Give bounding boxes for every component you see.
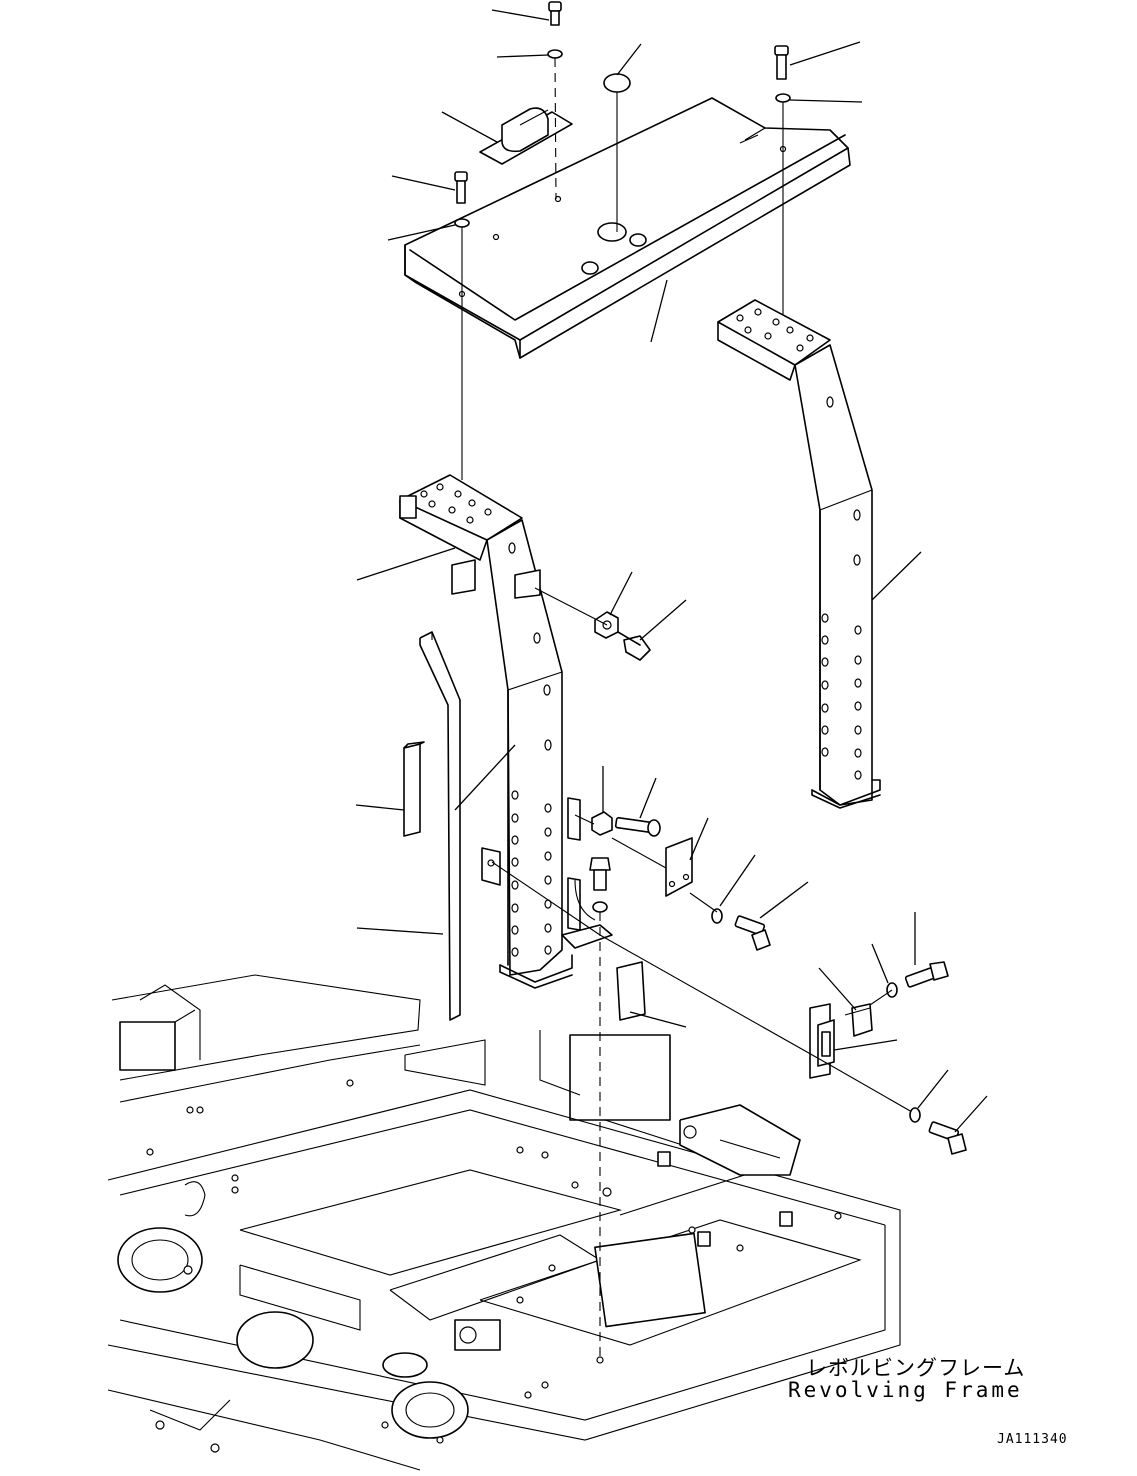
latch-catch xyxy=(479,107,573,165)
revolving-frame xyxy=(107,974,901,1471)
frame-holes xyxy=(146,1079,842,1453)
bolt-washer-right xyxy=(869,961,949,1006)
vertical-bolt xyxy=(589,857,611,1360)
bolt-washer-low xyxy=(909,1107,967,1155)
right-pillar xyxy=(717,299,881,809)
pad xyxy=(616,961,646,1021)
seal-strip xyxy=(419,631,461,1021)
pillar-bolt-1 xyxy=(534,587,651,661)
frame-label-jp: レボルビングフレーム xyxy=(806,1356,1026,1380)
frame-label-en: Revolving Frame xyxy=(788,1378,1023,1402)
top-bolts xyxy=(454,1,791,480)
bolt-washer-mid xyxy=(689,892,771,951)
shim-plate xyxy=(611,837,693,897)
cap-plug xyxy=(603,73,631,93)
leader-lines xyxy=(355,9,988,1133)
top-cover-plate xyxy=(404,97,851,359)
figure-code: JA111340 xyxy=(997,1432,1068,1447)
pillar-bolt-2 xyxy=(574,811,661,837)
right-pillar-holes xyxy=(736,308,862,780)
left-pillar xyxy=(399,474,613,989)
rubber-block xyxy=(403,741,425,837)
lock-bracket xyxy=(599,934,913,1113)
